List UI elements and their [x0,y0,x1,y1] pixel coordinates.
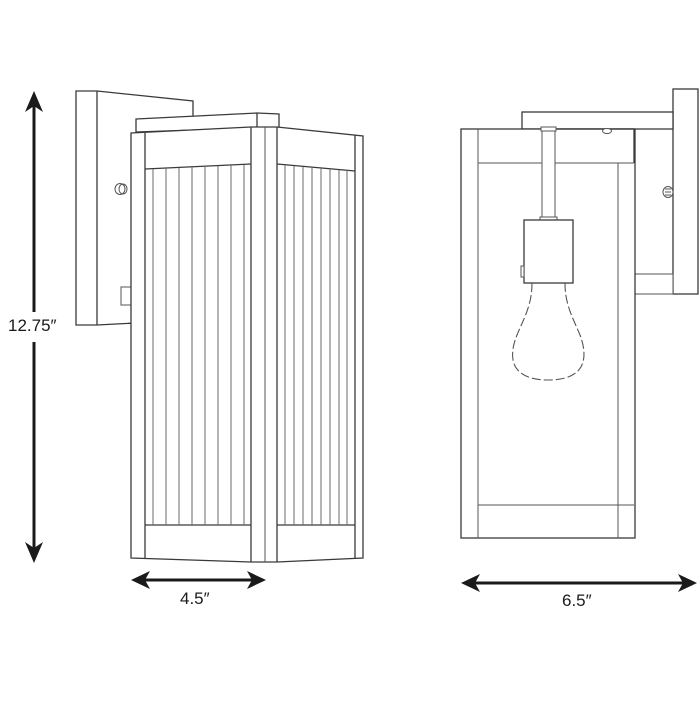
socket-stem [539,130,558,221]
screw-icon [662,186,674,198]
bulb-socket [520,219,574,284]
arrow-left-icon [461,574,480,592]
screw-icon [114,183,128,195]
height-dimension-label: 12.75″ [8,316,57,335]
mount-arm [521,111,674,130]
depth-dimension-label: 4.5″ [180,589,210,608]
lightbulb-icon [512,282,585,381]
wall-plate [672,88,699,295]
height-dimension-arrow [4,91,70,563]
arrow-up-icon [25,91,43,112]
lantern-body [130,126,364,563]
width-dimension-label: 6.5″ [562,591,592,610]
right-glass-ribs [284,165,348,525]
arrow-down-icon [25,542,43,563]
side-view [460,88,699,539]
arrow-right-icon [678,574,697,592]
arrow-right-icon [247,571,266,589]
arrow-left-icon [131,571,150,589]
depth-dimension-arrow [131,571,266,589]
width-dimension-arrow [461,574,697,592]
left-glass-ribs [152,165,245,525]
perspective-view [75,90,364,563]
